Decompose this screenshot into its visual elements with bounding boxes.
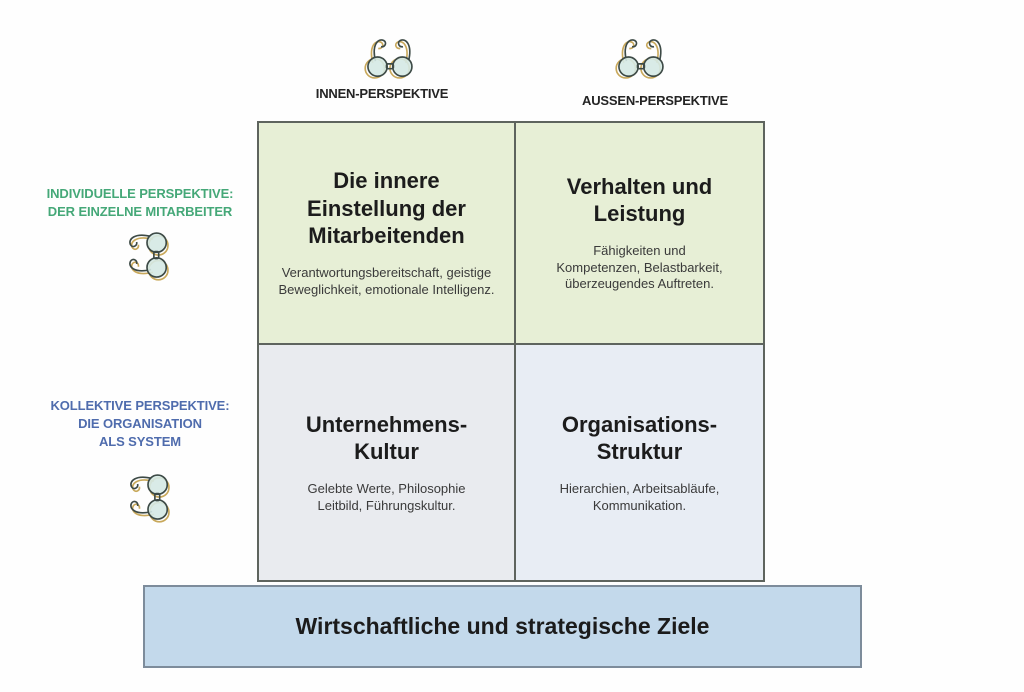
goals-bar: Wirtschaftliche und strategische Ziele — [143, 585, 862, 668]
cell-title: Unternehmens- Kultur — [305, 411, 468, 465]
matrix-cell-inner-individual: Die innere Einstellung der Mitarbeitende… — [259, 123, 516, 345]
matrix-cell-inner-collective: Unternehmens- Kultur Gelebte Werte, Phil… — [259, 345, 516, 580]
cell-title: Verhalten und Leistung — [566, 173, 713, 227]
outer-perspective-axis-label: AUSSEN-PERSPEKTIVE — [582, 93, 728, 108]
glasses-icon — [610, 32, 676, 82]
cell-title: Organisations- Struktur — [561, 411, 718, 465]
glasses-rotated-icon — [122, 220, 172, 286]
matrix-cell-outer-collective: Organisations- Struktur Hierarchien, Arb… — [516, 345, 763, 580]
glasses-icon — [359, 32, 425, 82]
cell-title: Die innere Einstellung der Mitarbeitende… — [307, 168, 466, 249]
cell-subtitle: Verantwortungsbereitschaft, geistige Bew… — [278, 264, 495, 297]
inner-perspective-axis-label: INNEN-PERSPEKTIVE — [315, 86, 449, 101]
glasses-rotated-icon — [123, 462, 173, 528]
matrix-cell-outer-individual: Verhalten und Leistung Fähigkeiten und K… — [516, 123, 763, 345]
individual-perspective-axis-label: INDIVIDUELLE PERSPEKTIVE: DER EINZELNE M… — [46, 186, 234, 220]
goals-bar-label: Wirtschaftliche und strategische Ziele — [295, 613, 710, 639]
cell-subtitle: Gelebte Werte, Philosophie Leitbild, Füh… — [307, 480, 466, 513]
cell-subtitle: Fähigkeiten und Kompetenzen, Belastbarke… — [556, 242, 723, 292]
collective-perspective-axis-label: KOLLEKTIVE PERSPEKTIVE: DIE ORGANISATION… — [50, 398, 230, 450]
perspective-matrix: Die innere Einstellung der Mitarbeitende… — [257, 121, 765, 582]
cell-subtitle: Hierarchien, Arbeitsabläufe, Kommunikati… — [559, 480, 720, 513]
